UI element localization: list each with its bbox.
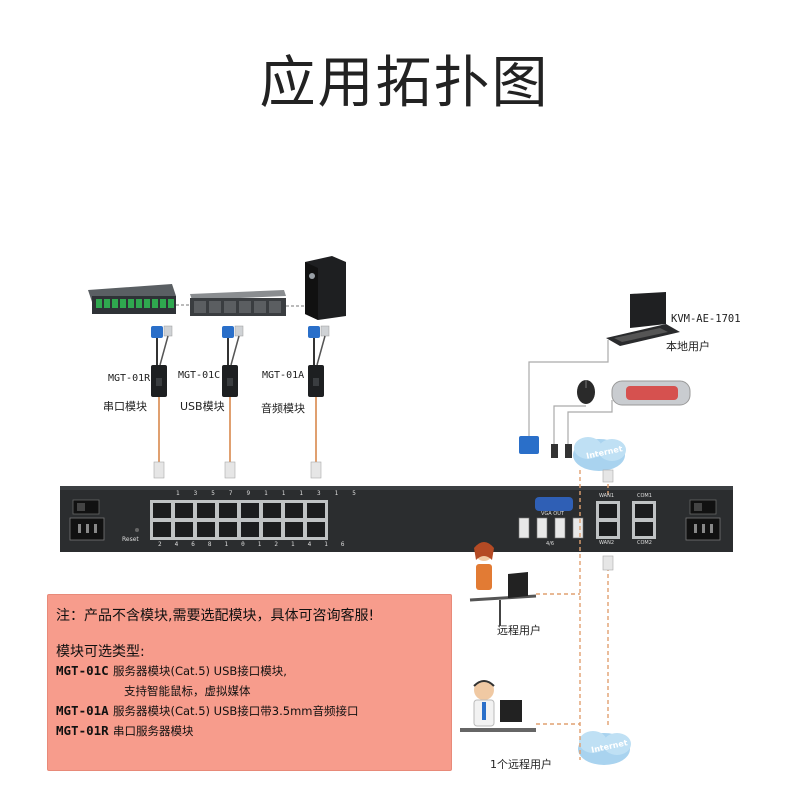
vga-label: VGA OUT (541, 511, 564, 517)
reset-label: Reset (122, 536, 139, 543)
rack-server-icon (190, 290, 286, 316)
vga-connector-icon (519, 436, 539, 454)
port-number: 13 (299, 490, 335, 497)
module-mgt-01a-icon (308, 325, 330, 479)
module-code-label: MGT-01R (108, 373, 151, 384)
port-number: 5 (211, 490, 229, 497)
note-item-desc: 串口服务器模块 (112, 724, 194, 738)
note-item-desc2: 支持智能鼠标，虚拟媒体 (124, 684, 251, 698)
port-numbers-bottom: 246810121416 (158, 541, 357, 548)
internet-cloud-icon (578, 731, 631, 765)
keyboard-icon (611, 380, 691, 406)
port-number: 10 (224, 541, 258, 548)
module-type-label: 串口模块 (103, 400, 147, 413)
kvm-console-icon (606, 292, 680, 346)
module-type-label: 音频模块 (261, 402, 305, 415)
port-number: 12 (257, 541, 291, 548)
kvm-switch-device (60, 486, 733, 552)
note-item: MGT-01R 串口服务器模块 (56, 723, 193, 739)
module-note-panel: 注：产品不含模块,需要选配模块，具体可咨询客服! 模块可选类型: MGT-01C… (47, 594, 452, 771)
remote-user-label: 远程用户 (497, 624, 541, 637)
port-number: 16 (324, 541, 358, 548)
wan1-label: WAN1 (599, 493, 615, 499)
port-numbers-top: 13579111315 (176, 490, 370, 497)
remote-user-icon (469, 542, 537, 626)
port-number: 3 (193, 490, 212, 497)
local-user-label: 本地用户 (666, 340, 710, 353)
console-model-label: KVM-AE-1701 (671, 313, 741, 325)
tower-pc-icon (305, 256, 346, 320)
port-number: 11 (264, 490, 300, 497)
note-heading: 模块可选类型: (56, 644, 145, 660)
module-code-label: MGT-01C (178, 370, 221, 381)
port-number: 14 (290, 541, 325, 548)
note-item-desc: 服务器模块(Cat.5) USB接口模块, (112, 664, 287, 678)
note-item: MGT-01C 服务器模块(Cat.5) USB接口模块, (56, 663, 287, 679)
internet-cloud-icon (573, 437, 626, 471)
module-code-label: MGT-01A (262, 370, 305, 381)
note-item-code: MGT-01C (56, 663, 109, 678)
port-number: 1 (176, 490, 194, 497)
port-number: 7 (228, 490, 247, 497)
note-item-code: MGT-01R (56, 723, 109, 738)
serial-server-icon (88, 284, 176, 314)
port-number: 15 (334, 490, 370, 497)
mouse-icon (577, 380, 595, 404)
note-warning: 注：产品不含模块,需要选配模块，具体可咨询客服! (56, 608, 375, 624)
remote-user-icon (460, 680, 536, 732)
note-item-desc: 服务器模块(Cat.5) USB接口带3.5mm音频接口 (112, 704, 359, 718)
note-item-code: MGT-01A (56, 703, 109, 718)
wan2-label: WAN2 (599, 540, 615, 546)
note-item: MGT-01A 服务器模块(Cat.5) USB接口带3.5mm音频接口 (56, 703, 358, 719)
com1-label: COM1 (637, 493, 652, 499)
port-number: 4 (174, 541, 192, 548)
module-type-label: USB模块 (180, 400, 225, 413)
remote-single-user-label: 1个远程用户 (490, 758, 552, 771)
module-mgt-01c-icon (222, 325, 244, 479)
usb-connector-icon (551, 444, 572, 458)
page-title: 应用拓扑图 (259, 51, 550, 116)
usb-label: 4/6 (546, 541, 555, 547)
port-number: 9 (246, 490, 265, 497)
module-mgt-01r-icon (151, 325, 173, 479)
port-number: 6 (191, 541, 208, 548)
com2-label: COM2 (637, 540, 652, 546)
port-number: 8 (207, 541, 225, 548)
port-number: 2 (158, 541, 175, 548)
